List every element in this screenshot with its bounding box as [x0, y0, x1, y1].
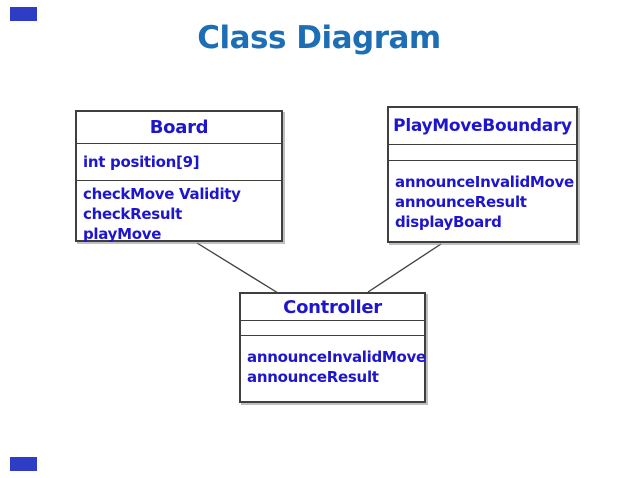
accent-bar-bottom: [10, 457, 37, 471]
method-line: checkMove Validity: [83, 185, 241, 203]
class-box-controller: Controller announceInvalidMove announceR…: [239, 292, 426, 403]
method-line: displayBoard: [395, 213, 502, 231]
methods-section-controller: announceInvalidMove announceResult: [241, 335, 426, 401]
connector-board-controller: [196, 242, 279, 294]
methods-section-playmoveboundary: announceInvalidMove announceResult displ…: [389, 160, 576, 241]
accent-bar-top: [10, 7, 37, 21]
method-line: announceResult: [247, 368, 379, 386]
attribute-line: int position[9]: [83, 153, 200, 171]
class-title-playmoveboundary: PlayMoveBoundary: [393, 116, 572, 136]
method-line: announceResult: [395, 193, 527, 211]
attributes-section-board: int position[9]: [77, 143, 281, 180]
class-box-playmoveboundary: PlayMoveBoundary announceInvalidMove ann…: [387, 106, 578, 243]
class-title-board: Board: [149, 117, 209, 138]
method-line: checkResult: [83, 205, 182, 223]
class-box-board: Board int position[9] checkMove Validity…: [75, 110, 283, 244]
attributes-section-playmoveboundary: [389, 144, 576, 160]
page-title: Class Diagram: [197, 20, 441, 56]
method-line: announceInvalidMove: [247, 348, 426, 366]
method-line: playMove: [83, 225, 162, 243]
attributes-section-controller: [241, 320, 424, 335]
connector-playmoveboundary-controller: [367, 243, 442, 293]
class-title-controller: Controller: [283, 296, 382, 318]
methods-section-board: checkMove Validity checkResult playMove: [77, 180, 281, 244]
method-line: announceInvalidMove: [395, 173, 574, 191]
